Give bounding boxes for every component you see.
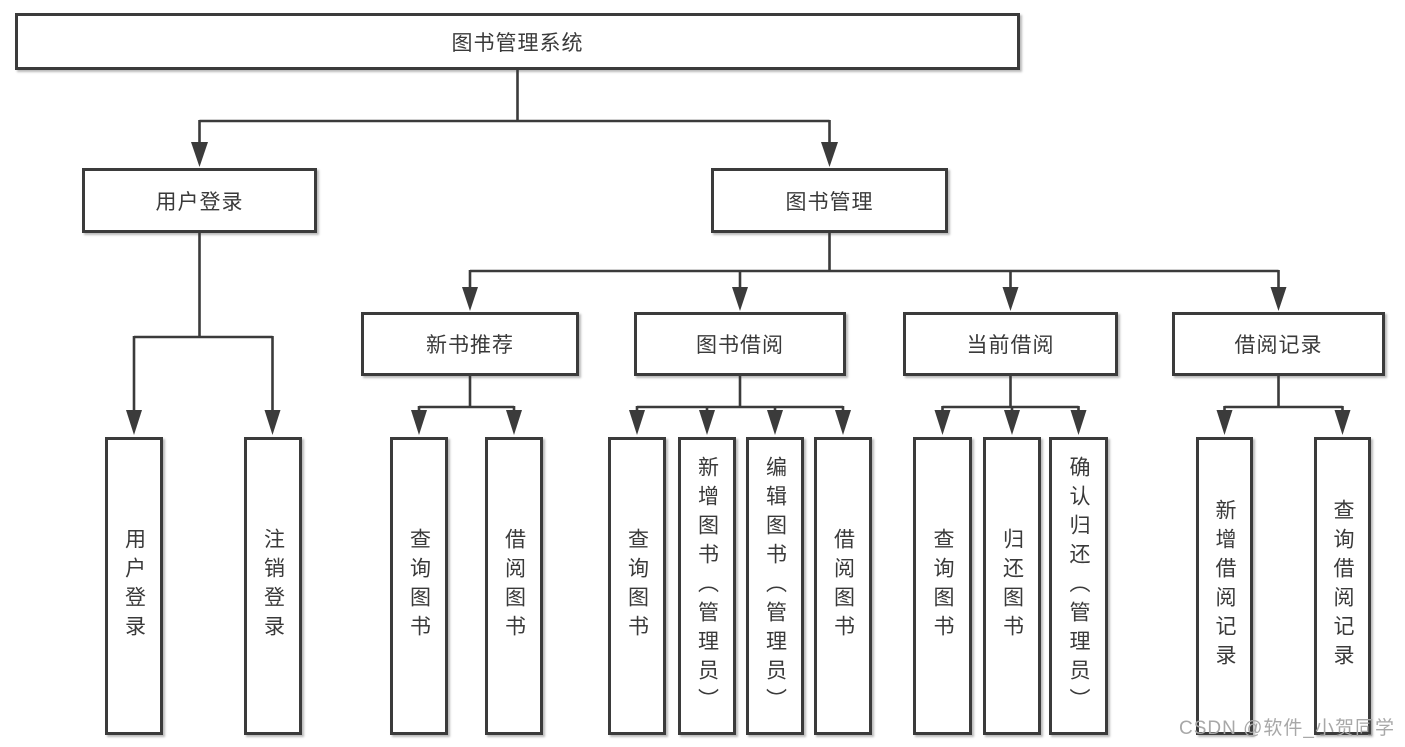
node-book-borrowing-label: 图书借阅 (696, 334, 784, 357)
leaf-return-books-label: 归还图书 (1000, 528, 1024, 644)
leaf-current-query-books: 查询图书 (913, 437, 972, 735)
leaf-borrow-books-label: 借阅图书 (831, 528, 855, 644)
leaf-borrowing-query-books-label: 查询图书 (625, 528, 649, 644)
leaf-add-books-admin-label: 新增图书（管理员） (695, 455, 719, 717)
leaf-user-login-label: 用户登录 (122, 528, 146, 644)
leaf-edit-books-admin: 编辑图书（管理员） (746, 437, 804, 735)
node-current-borrowing-label: 当前借阅 (966, 334, 1055, 357)
node-borrowing-records-label: 借阅记录 (1234, 334, 1323, 357)
leaf-recommend-query-books-label: 查询图书 (407, 528, 431, 644)
node-book-management: 图书管理 (711, 168, 948, 233)
leaf-borrow-books: 借阅图书 (814, 437, 872, 735)
node-user-login-label: 用户登录 (155, 190, 244, 214)
node-book-management-label: 图书管理 (785, 190, 874, 214)
node-book-borrowing: 图书借阅 (634, 312, 846, 376)
leaf-confirm-return-admin-label: 确认归还（管理员） (1067, 455, 1090, 717)
leaf-add-borrow-record: 新增借阅记录 (1196, 437, 1253, 735)
leaf-current-query-books-label: 查询图书 (931, 528, 954, 644)
node-new-book-recommendation-label: 新书推荐 (426, 334, 514, 357)
node-new-book-recommendation: 新书推荐 (361, 312, 579, 376)
leaf-logout-label: 注销登录 (261, 528, 285, 644)
leaf-add-borrow-record-label: 新增借阅记录 (1213, 499, 1236, 673)
leaf-logout: 注销登录 (244, 437, 302, 735)
watermark: CSDN @软件_小贺同学 (1179, 718, 1395, 739)
node-root: 图书管理系统 (15, 13, 1020, 70)
leaf-return-books: 归还图书 (983, 437, 1041, 735)
leaf-edit-books-admin-label: 编辑图书（管理员） (763, 455, 787, 717)
leaf-borrowing-query-books: 查询图书 (608, 437, 666, 735)
node-current-borrowing: 当前借阅 (903, 312, 1118, 376)
leaf-query-borrow-record-label: 查询借阅记录 (1331, 499, 1354, 673)
leaf-recommend-query-books: 查询图书 (390, 437, 448, 735)
leaf-recommend-borrow-books: 借阅图书 (485, 437, 543, 735)
node-borrowing-records: 借阅记录 (1172, 312, 1385, 376)
leaf-recommend-borrow-books-label: 借阅图书 (502, 528, 526, 644)
leaf-confirm-return-admin: 确认归还（管理员） (1049, 437, 1108, 735)
leaf-query-borrow-record: 查询借阅记录 (1314, 437, 1371, 735)
node-root-label: 图书管理系统 (451, 31, 584, 55)
node-user-login: 用户登录 (82, 168, 317, 233)
leaf-add-books-admin: 新增图书（管理员） (678, 437, 736, 735)
leaf-user-login: 用户登录 (105, 437, 163, 735)
